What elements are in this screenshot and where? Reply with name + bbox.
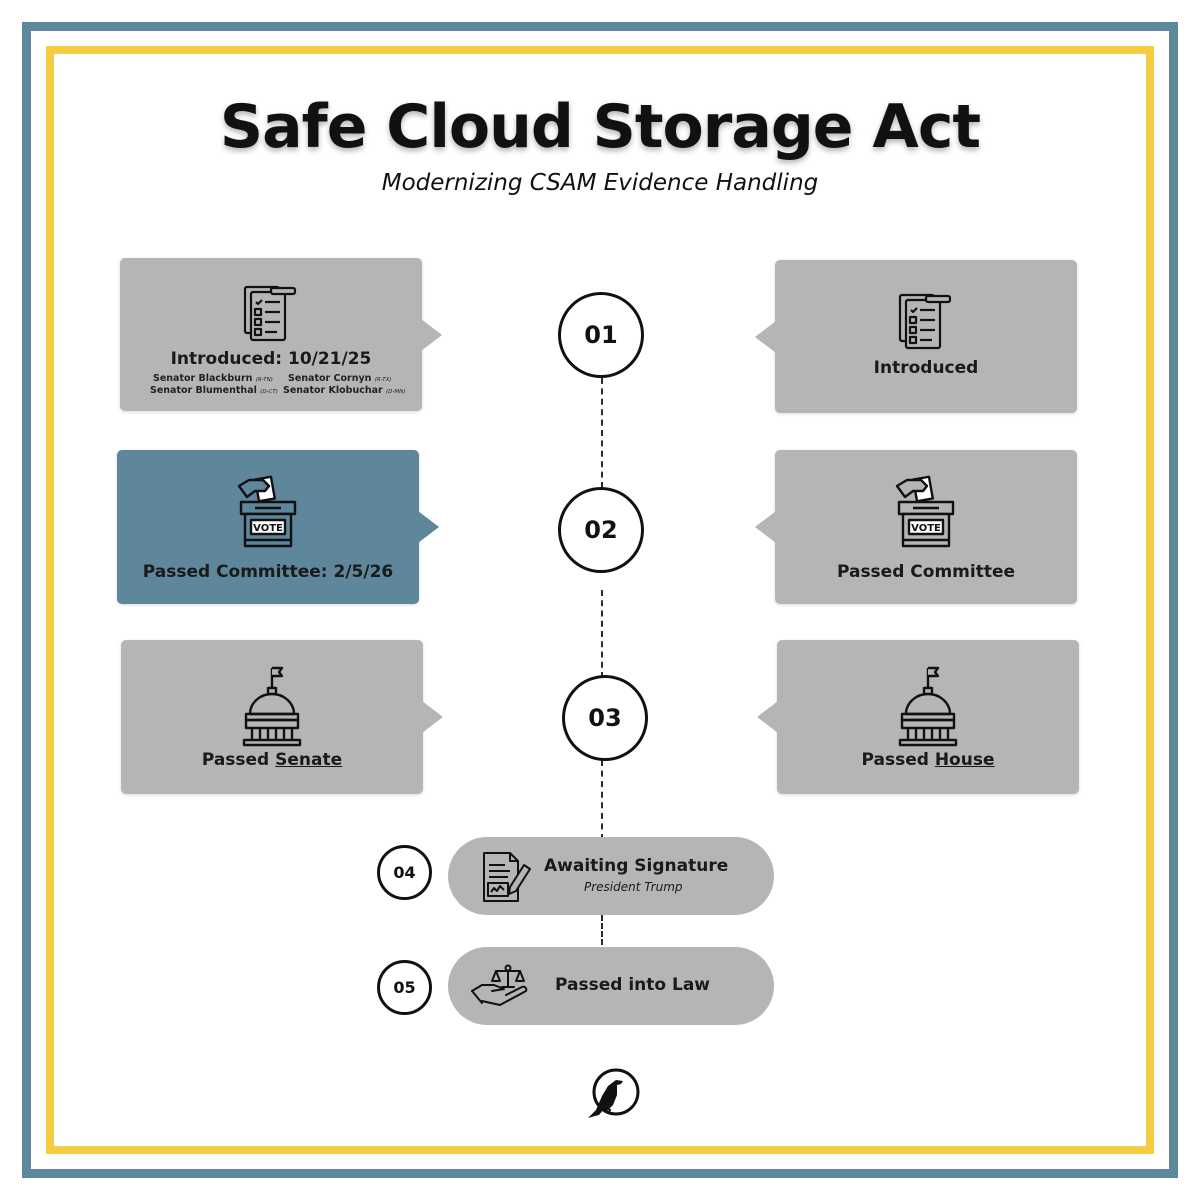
svg-text:VOTE: VOTE bbox=[911, 523, 941, 534]
step-04-circle: 04 bbox=[377, 845, 432, 900]
step-01-senate-label: Introduced: 10/21/25 bbox=[170, 349, 372, 369]
step-05-pill: Passed into Law bbox=[448, 947, 774, 1025]
ballot-box-icon: VOTE bbox=[233, 472, 303, 552]
step-05-circle: 05 bbox=[377, 960, 432, 1015]
step-05-title: Passed into Law bbox=[555, 975, 710, 995]
document-checklist-icon bbox=[896, 292, 956, 352]
signed-contract-icon bbox=[480, 849, 534, 905]
step-03-house-card: Passed House bbox=[757, 640, 1079, 794]
timeline-connector bbox=[601, 915, 603, 945]
step-01-house-card: Introduced bbox=[755, 260, 1077, 413]
ballot-box-icon: VOTE bbox=[891, 472, 961, 552]
document-checklist-icon bbox=[241, 284, 301, 344]
svg-text:VOTE: VOTE bbox=[253, 523, 283, 534]
capitol-dome-icon bbox=[240, 664, 304, 748]
step-02-senate-card: VOTE Passed Committee: 2/5/26 bbox=[117, 450, 439, 604]
step-03-circle: 03 bbox=[562, 675, 648, 761]
step-02-senate-label: Passed Committee: 2/5/26 bbox=[142, 562, 394, 582]
step-01-house-label: Introduced bbox=[873, 358, 979, 378]
sponsor: Senator Cornyn (R-TX) bbox=[288, 373, 392, 384]
page-subtitle: Modernizing CSAM Evidence Handling bbox=[381, 170, 819, 196]
raven-logo-icon bbox=[584, 1066, 644, 1122]
step-03-house-label: Passed House bbox=[861, 750, 995, 770]
capitol-dome-icon bbox=[896, 664, 960, 748]
sponsor: Senator Blackburn (R-TN) bbox=[153, 373, 273, 384]
step-02-house-card: VOTE Passed Committee bbox=[755, 450, 1077, 604]
page-title: Safe Cloud Storage Act bbox=[219, 92, 981, 162]
step-04-title: Awaiting Signature bbox=[544, 856, 729, 876]
step-01-senate-card: Introduced: 10/21/25 Senator Blackburn (… bbox=[120, 258, 442, 411]
step-04-pill: Awaiting Signature President Trump bbox=[448, 837, 774, 915]
step-04-subtitle: President Trump bbox=[584, 880, 683, 894]
step-03-senate-card: Passed Senate bbox=[121, 640, 443, 794]
timeline-connector bbox=[601, 760, 603, 840]
timeline-connector bbox=[601, 378, 603, 488]
step-02-circle: 02 bbox=[558, 487, 644, 573]
step-03-senate-label: Passed Senate bbox=[201, 750, 343, 770]
scales-in-hand-icon bbox=[470, 963, 534, 1009]
sponsor: Senator Blumenthal (D-CT) bbox=[150, 385, 278, 396]
step-01-circle: 01 bbox=[558, 292, 644, 378]
step-02-house-label: Passed Committee bbox=[836, 562, 1016, 582]
timeline-connector bbox=[601, 590, 603, 678]
sponsor: Senator Klobuchar (D-MN) bbox=[283, 385, 406, 396]
